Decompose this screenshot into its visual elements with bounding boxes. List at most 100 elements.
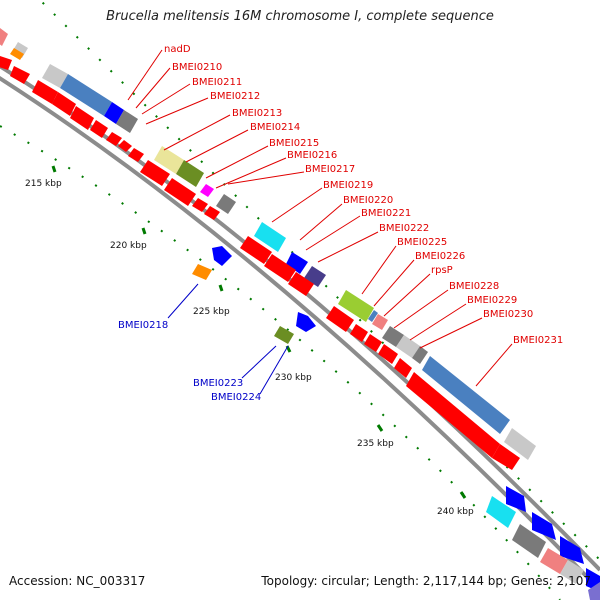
leader-rpsP (383, 273, 431, 317)
reverse-label-leaders (167, 283, 289, 395)
gene-block-cyan (254, 222, 286, 252)
gene-block-blue-3 (422, 356, 510, 434)
gene-block-navy-4 (532, 512, 556, 540)
gene-block-grey-3 (382, 326, 404, 347)
gene-block-pink-top (0, 28, 8, 46)
cds-arrow (0, 56, 12, 70)
tick-220 (141, 227, 147, 235)
map-title: Brucella melitensis 16M chromosome I, co… (106, 9, 494, 24)
mid-dotted-guide (0, 125, 561, 600)
label-BMEI0221: BMEI0221 (361, 208, 411, 219)
topology-label: Topology: circular; Length: 2,117,144 bp… (261, 574, 591, 588)
gene-block-pink-2 (540, 548, 568, 574)
gene-block-navy-1 (104, 102, 124, 124)
cds-arrow (406, 372, 500, 458)
leader-BMEI0217 (227, 171, 305, 185)
cds-arrow (164, 178, 196, 206)
cds-arrow (128, 148, 144, 162)
label-BMEI0214: BMEI0214 (250, 122, 300, 133)
tick-235 (376, 424, 384, 432)
accession-label: Accession: NC_003317 (9, 574, 146, 588)
label-BMEI0223: BMEI0223 (193, 378, 243, 389)
reverse-gene-labels: BMEI0218 BMEI0223 BMEI0224 (118, 320, 261, 403)
cds-arrow (70, 106, 94, 130)
gene-block-blue-1 (60, 74, 112, 116)
tick-label-220: 220 kbp (110, 241, 147, 251)
gene-block-lightgrey-4 (560, 560, 584, 584)
tick-label-225: 225 kbp (193, 307, 230, 317)
label-BMEI0224: BMEI0224 (211, 392, 261, 403)
cds-arrow (52, 92, 76, 116)
label-nadD: nadD (164, 44, 191, 55)
leader-BMEI0224 (259, 345, 289, 395)
label-BMEI0226: BMEI0226 (415, 251, 465, 262)
tick-label-240: 240 kbp (437, 507, 474, 517)
label-BMEI0210: BMEI0210 (172, 62, 222, 73)
leader-BMEI0210 (135, 67, 171, 109)
tick-label-215: 215 kbp (25, 179, 62, 189)
gene-block-orange-top (10, 48, 24, 60)
label-BMEI0217: BMEI0217 (305, 164, 355, 175)
leader-BMEI0226 (373, 259, 415, 307)
gene-block-olive (176, 160, 204, 187)
gene-block-navy-rev-1 (212, 246, 232, 266)
gene-block-lightgrey-3 (504, 428, 536, 460)
tick-225 (218, 284, 224, 292)
gene-block-khaki (154, 146, 184, 174)
gene-block-navy-rev-2 (296, 312, 316, 332)
cds-arrow (378, 344, 398, 364)
label-BMEI0215: BMEI0215 (269, 138, 319, 149)
leader-BMEI0213 (163, 114, 231, 151)
cds-arrow (492, 444, 520, 470)
cds-arrow (118, 140, 132, 152)
label-BMEI0225: BMEI0225 (397, 237, 447, 248)
gene-block-blue-2 (368, 310, 378, 322)
leader-BMEI0229 (409, 303, 467, 341)
leader-BMEI0231 (475, 343, 513, 387)
gene-block-cyan-2 (486, 496, 516, 528)
cds-arrow (106, 132, 122, 146)
label-BMEI0212: BMEI0212 (210, 91, 260, 102)
kbp-tick-labels: 215 kbp 220 kbp 225 kbp 230 kbp 235 kbp … (25, 179, 474, 517)
gene-block-pink-1 (372, 314, 388, 330)
leader-BMEI0228 (393, 289, 449, 329)
tick-label-230: 230 kbp (275, 373, 312, 383)
leader-BMEI0216 (215, 157, 287, 189)
kbp-tick-marks (51, 165, 467, 499)
leader-BMEI0222 (317, 231, 379, 263)
cds-arrow (140, 160, 170, 186)
gene-block-navy-2 (286, 252, 308, 274)
leader-BMEI0221 (305, 215, 361, 251)
leader-BMEI0211 (141, 83, 191, 115)
gene-block-lime (338, 290, 374, 322)
gene-block-navy-3 (506, 486, 526, 512)
cds-arrow (364, 334, 382, 352)
cds-arrow (326, 306, 354, 332)
outer-gene-ring (0, 28, 600, 600)
cds-arrow (288, 272, 314, 296)
label-BMEI0219: BMEI0219 (323, 180, 373, 191)
gene-block-navy-5 (560, 536, 584, 564)
label-BMEI0216: BMEI0216 (287, 150, 337, 161)
gene-block-grey-2 (216, 194, 236, 214)
cds-arrow (204, 206, 220, 220)
tick-215 (51, 165, 57, 173)
forward-gene-labels: nadD BMEI0210 BMEI0211 BMEI0212 BMEI0213… (164, 44, 563, 346)
label-BMEI0230: BMEI0230 (483, 309, 533, 320)
cds-arrow (90, 120, 108, 138)
label-BMEI0229: BMEI0229 (467, 295, 517, 306)
reverse-strand-genes (10, 48, 316, 344)
cds-arrow (10, 66, 30, 84)
cds-arrow-ring (0, 56, 520, 470)
leader-BMEI0220 (299, 203, 343, 241)
gene-block-magenta (200, 184, 214, 197)
forward-label-leaders (127, 49, 513, 387)
tick-240 (459, 491, 467, 499)
gene-block-orange-rev (192, 264, 212, 280)
leader-BMEI0230 (419, 317, 483, 349)
cds-arrow (240, 236, 272, 264)
tick-label-235: 235 kbp (357, 439, 394, 449)
leader-BMEI0215 (205, 145, 269, 179)
gene-block-grey-4 (412, 346, 428, 364)
